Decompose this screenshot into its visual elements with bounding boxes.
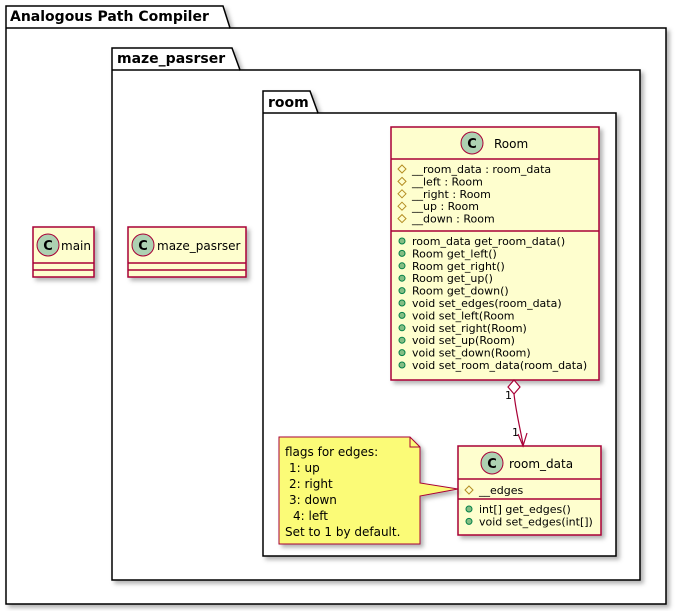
class-room[interactable]: C Room __room_data : room_data__left : R… bbox=[390, 126, 600, 381]
package-title: maze_pasrser bbox=[117, 51, 225, 67]
method: void set_up(Room) bbox=[412, 334, 515, 347]
method: int[] get_edges() bbox=[479, 503, 571, 516]
protected-visibility-icon bbox=[464, 485, 474, 495]
arrow-head bbox=[517, 432, 528, 448]
public-visibility-icon bbox=[398, 336, 406, 344]
class-name: room_data bbox=[509, 457, 573, 471]
method: void set_left(Room bbox=[412, 309, 515, 322]
public-visibility-icon bbox=[398, 249, 406, 257]
room-attributes: __room_data : room_data__left : Room__ri… bbox=[397, 163, 551, 226]
protected-visibility-icon bbox=[397, 164, 407, 174]
target-multiplicity: 1 bbox=[512, 426, 519, 439]
method: Room get_down() bbox=[412, 285, 509, 298]
source-multiplicity: 1 bbox=[505, 389, 512, 402]
protected-visibility-icon bbox=[397, 201, 407, 211]
svg-text:C: C bbox=[487, 457, 497, 472]
public-visibility-icon bbox=[398, 311, 406, 319]
protected-visibility-icon bbox=[397, 176, 407, 187]
class-stereotype-icon bbox=[460, 131, 484, 155]
method: void set_down(Room) bbox=[412, 347, 531, 360]
room-data-attributes: __edges bbox=[464, 484, 524, 497]
attribute: __down : Room bbox=[411, 213, 495, 226]
attribute: __edges bbox=[478, 484, 524, 497]
note-text: flags for edges: 1: up 2: right 3: down 4: l… bbox=[285, 445, 400, 539]
public-visibility-icon bbox=[398, 299, 406, 307]
method: Room get_left() bbox=[412, 247, 497, 260]
attribute: __room_data : room_data bbox=[411, 163, 551, 176]
class-maze-pasrser[interactable]: C maze_pasrser bbox=[127, 226, 247, 278]
class-stereotype-icon bbox=[131, 233, 155, 257]
note-line: 1: up bbox=[289, 461, 320, 475]
attribute: __up : Room bbox=[411, 200, 479, 213]
package-title: Analogous Path Compiler bbox=[10, 9, 209, 25]
method: void set_edges(room_data) bbox=[412, 297, 562, 310]
method: Room get_up() bbox=[412, 272, 493, 285]
public-visibility-icon bbox=[398, 324, 406, 332]
note-line: flags for edges: bbox=[285, 445, 378, 459]
class-name: main bbox=[61, 239, 91, 253]
class-stereotype-icon bbox=[480, 451, 504, 475]
method: void set_room_data(room_data) bbox=[412, 359, 587, 372]
public-visibility-icon bbox=[465, 517, 473, 525]
svg-text:C: C bbox=[467, 137, 477, 152]
note-line: 3: down bbox=[289, 493, 337, 507]
public-visibility-icon bbox=[398, 274, 406, 282]
class-room-data[interactable]: C room_data __edges int[] get_edges()voi… bbox=[457, 445, 602, 536]
room-data-methods: int[] get_edges()void set_edges(int[]) bbox=[465, 503, 593, 528]
public-visibility-icon bbox=[465, 505, 473, 513]
protected-visibility-icon bbox=[397, 189, 407, 199]
public-visibility-icon bbox=[398, 287, 406, 295]
public-visibility-icon bbox=[398, 262, 406, 270]
class-name: maze_pasrser bbox=[157, 239, 241, 253]
package-title: room bbox=[268, 95, 309, 111]
class-name: Room bbox=[494, 137, 528, 151]
method: room_data get_room_data() bbox=[412, 235, 565, 248]
public-visibility-icon bbox=[398, 237, 406, 245]
note-edge-flags[interactable]: flags for edges: 1: up 2: right 3: down 4: l… bbox=[278, 436, 459, 545]
public-visibility-icon bbox=[398, 361, 406, 369]
attribute: __right : Room bbox=[411, 188, 491, 201]
attribute: __left : Room bbox=[411, 175, 483, 188]
method: void set_right(Room) bbox=[412, 322, 527, 335]
note-line: Set to 1 by default. bbox=[285, 525, 400, 539]
class-stereotype-icon bbox=[36, 233, 60, 257]
class-main[interactable]: C main bbox=[32, 226, 95, 278]
svg-text:C: C bbox=[43, 239, 53, 254]
note-line: 2: right bbox=[289, 477, 333, 491]
method: Room get_right() bbox=[412, 260, 505, 273]
svg-text:C: C bbox=[138, 239, 148, 254]
protected-visibility-icon bbox=[397, 213, 407, 224]
room-methods: room_data get_room_data()Room get_left()… bbox=[398, 235, 587, 372]
public-visibility-icon bbox=[398, 349, 406, 357]
aggregation-edge[interactable]: 1 1 bbox=[505, 379, 528, 448]
note-line: 4: left bbox=[293, 509, 328, 523]
method: void set_edges(int[]) bbox=[479, 515, 593, 528]
